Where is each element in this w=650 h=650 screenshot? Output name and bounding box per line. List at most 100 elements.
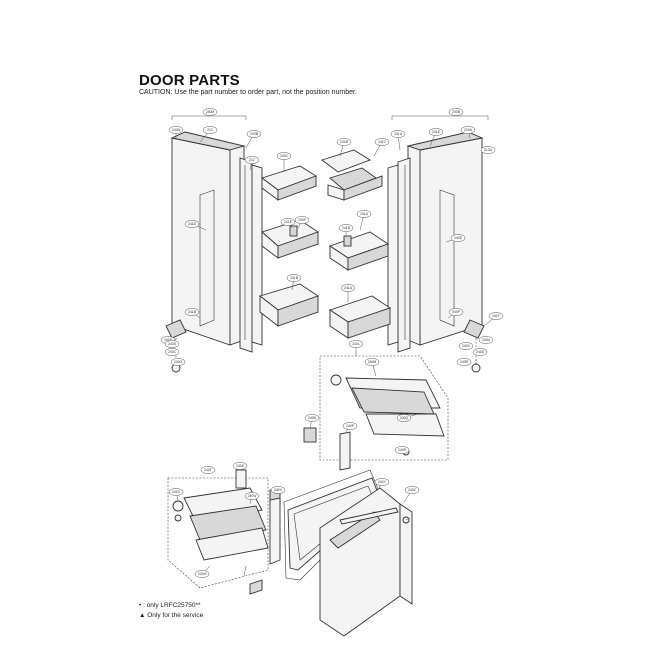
callout-label: 203B: [250, 132, 259, 136]
callout-200b-8: 200B: [448, 108, 464, 116]
callout-240m-33: 240M: [364, 358, 380, 366]
callout-label: 240R: [460, 360, 469, 364]
callout-241b-17: 241B: [338, 224, 354, 232]
drawer-rail-assembly: [303, 355, 449, 471]
callout-240k-39: 240K: [232, 462, 248, 470]
callout-240q-36: 240Q: [396, 414, 412, 422]
right-door-group-bracket: [391, 115, 489, 120]
callout-240t-38: 240T: [200, 466, 216, 474]
callout-241d-13: 241D: [184, 220, 200, 228]
callout-241b-21: 241B: [184, 308, 200, 316]
callout-label: 240P: [346, 424, 355, 428]
callout-label: 241F: [492, 314, 500, 318]
callout-label: 240F: [298, 218, 306, 222]
callout-label: 241C: [378, 140, 387, 144]
callout-241e-15: 241E: [280, 218, 296, 226]
callout-label: 240W: [248, 494, 258, 498]
callout-label: 240E: [454, 236, 463, 240]
callout-240f-16: 240F: [294, 216, 310, 224]
callout-label: 241B: [188, 310, 197, 314]
callout-label: 231B: [340, 140, 349, 144]
callout-label: 240K: [236, 464, 245, 468]
callout-240v-31: 240V: [458, 342, 474, 350]
footnote-model-only: • : only LRFC25750**: [139, 602, 201, 609]
callout-label: 203C: [280, 154, 289, 158]
callout-label: 241D: [188, 222, 197, 226]
callout-label: 240X: [274, 488, 283, 492]
callout-241f-24: 241F: [488, 312, 504, 320]
callout-label: 240N: [308, 416, 317, 420]
callout-240p-35: 240P: [342, 422, 358, 430]
callout-label: 231A: [360, 212, 369, 216]
callout-label: 240M: [368, 360, 377, 364]
callout-240x-42: 240X: [270, 486, 286, 494]
callout-label: 240C: [168, 350, 177, 354]
callout-label: 240V: [462, 344, 471, 348]
callout-label: 241D: [172, 490, 181, 494]
callout-label: 231B: [290, 276, 299, 280]
freezer-drawer-assembly: [167, 469, 413, 637]
callout-label: 240Y: [378, 480, 387, 484]
callout-241d-40: 241D: [168, 488, 184, 496]
door-bins: [259, 149, 392, 339]
callout-label: 240H: [198, 572, 207, 576]
callout-label: 240D: [476, 350, 485, 354]
callout-label: 241E: [284, 220, 293, 224]
caution-note: CAUTION: Use the part number to order pa…: [139, 89, 357, 96]
callout-240r-28: 240R: [456, 358, 472, 366]
callout-label: 203A: [464, 128, 473, 132]
callout-label: 240M: [206, 110, 215, 114]
callout-labels: 240M 240N 212 203B 203C 231B 231A 241E 200B 203A 2…: [160, 108, 504, 578]
callout-label: 241B: [342, 226, 351, 230]
callout-240z-44: 240Z: [404, 486, 420, 494]
callout-label: 231A: [394, 132, 403, 136]
callout-240s-29: 240S: [164, 340, 180, 348]
callout-231a-6: 231A: [390, 130, 406, 138]
callout-231b-19: 231B: [286, 274, 302, 282]
callout-240w-41: 240W: [244, 492, 260, 500]
callout-241e-7: 241E: [428, 128, 444, 136]
callout-label: 200B: [452, 110, 461, 114]
callout-240e-14: 240E: [450, 234, 466, 242]
callout-label: 240S: [168, 342, 177, 346]
callout-240u-30: 240U: [478, 336, 494, 344]
callout-203c-4: 203C: [276, 152, 292, 160]
callout-label: 241E: [432, 130, 441, 134]
left-door-group-bracket: [171, 115, 247, 120]
callout-label: 213A: [484, 148, 493, 152]
right-door-assembly: [387, 131, 485, 373]
callout-240l-32: 240L: [348, 340, 364, 348]
callout-212-2: 212: [202, 126, 218, 134]
callout-240f-22: 240F: [448, 308, 464, 316]
callout-241a-20: 241A: [340, 284, 356, 292]
callout-label: 240Q: [400, 416, 409, 420]
callout-241c-12: 241C: [374, 138, 390, 146]
footnote-service-only: ▲ Only for the service: [139, 612, 204, 619]
callout-240n-34: 240N: [304, 414, 320, 422]
left-door-assembly: [165, 131, 263, 373]
callout-label: 212: [207, 128, 213, 132]
callout-240y-43: 240Y: [374, 478, 390, 486]
callout-240h-45: 240H: [194, 570, 210, 578]
callout-240m-0: 240M: [202, 108, 218, 116]
callout-240d-26: 240D: [472, 348, 488, 356]
callout-label: 240U: [482, 338, 491, 342]
callout-240c-25: 240C: [164, 348, 180, 356]
callout-label: 240Z: [408, 488, 416, 492]
footnotes: • : only LRFC25750** ▲ Only for the serv…: [139, 601, 203, 621]
callout-240g-27: 240G: [170, 358, 186, 366]
callout-label: 240L: [352, 342, 360, 346]
callout-label: 240T: [204, 468, 212, 472]
callout-label: 240G: [174, 360, 183, 364]
callout-label: 212: [249, 158, 255, 162]
callout-240r-37: 240R: [394, 446, 410, 454]
callout-203a-9: 203A: [460, 126, 476, 134]
callout-203b-3: 203B: [246, 130, 262, 138]
callout-212-11: 212: [244, 156, 260, 164]
page-title: DOOR PARTS: [139, 72, 240, 89]
callout-231a-18: 231A: [356, 210, 372, 218]
callout-label: 240R: [398, 448, 407, 452]
callout-213a-10: 213A: [480, 146, 496, 154]
